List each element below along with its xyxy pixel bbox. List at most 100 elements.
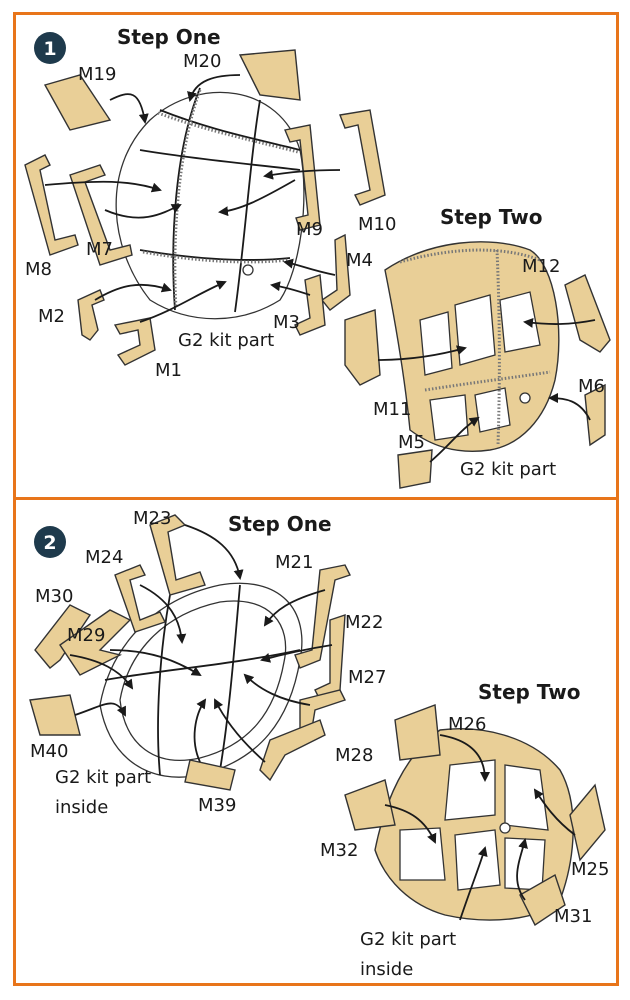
label-m30: M30: [35, 586, 73, 607]
arrow-m9: [218, 179, 296, 217]
label-m6: M6: [578, 376, 605, 397]
arrow-m11: [377, 345, 467, 361]
part-m21: [294, 564, 351, 669]
part-m6: [584, 383, 606, 447]
label-m1: M1: [155, 360, 182, 381]
arrow-m40: [74, 702, 126, 717]
part-m40: [29, 694, 81, 736]
arrow-m3: [270, 281, 311, 296]
label-m22: M22: [345, 612, 383, 633]
part-m8: [24, 154, 79, 256]
arrow-m20: [187, 74, 241, 102]
label-m28: M28: [335, 745, 373, 766]
label-m8: M8: [25, 259, 52, 280]
arrow-m4: [283, 258, 336, 276]
arrow-m28: [214, 698, 266, 763]
part-m25: [569, 783, 606, 862]
arrow-m10: [263, 169, 341, 180]
part-m5: [397, 449, 433, 489]
label-m20: M20: [183, 51, 221, 72]
canopy-frame-step-two-2: [374, 728, 574, 921]
label-m9: M9: [296, 219, 323, 240]
label-m19: M19: [78, 64, 116, 85]
label-m21: M21: [275, 552, 313, 573]
label-g2-kit-part-inside-2-line1: G2 kit part: [360, 929, 456, 950]
label-g2-kit-part-inside-2-line2: inside: [360, 959, 413, 980]
arrow-g2-inside-2: [459, 846, 488, 921]
part-m28: [259, 719, 326, 782]
label-g2-kit-part-step-two: G2 kit part: [460, 459, 556, 480]
part-m26: [394, 704, 441, 761]
part-m23: [149, 514, 206, 596]
step-2-panel: [13, 497, 619, 986]
arrow-m21: [263, 589, 326, 627]
arrow-m31: [516, 838, 528, 901]
label-g2-kit-part-inside-1-line1: G2 kit part: [55, 767, 151, 788]
arrow-m7: [104, 204, 182, 219]
step-two-title: Step Two: [440, 205, 542, 229]
label-m26: M26: [448, 714, 486, 735]
part-m9: [284, 124, 321, 231]
label-m29: M29: [67, 625, 105, 646]
label-m25: M25: [571, 859, 609, 880]
label-m10: M10: [358, 214, 396, 235]
label-m4: M4: [346, 250, 373, 271]
part-m39: [184, 759, 236, 791]
arrow-m2: [94, 282, 172, 301]
part-m11: [344, 309, 381, 386]
part-m24: [114, 564, 166, 633]
arrow-m23: [184, 524, 244, 580]
part-m12: [564, 274, 611, 353]
arrow-m27: [243, 673, 311, 706]
arrow-m29: [109, 649, 202, 677]
canopy-frame-step-two: [384, 241, 560, 452]
arrow-m8: [44, 180, 162, 193]
arrow-m26: [439, 734, 490, 782]
label-m12: M12: [522, 256, 560, 277]
arrow-m19: [109, 93, 149, 124]
label-m23: M23: [133, 508, 171, 529]
label-g2-kit-part-inside-1-line2: inside: [55, 797, 108, 818]
part-m20: [238, 49, 301, 101]
arrow-m24: [139, 584, 187, 644]
label-m2: M2: [38, 306, 65, 327]
arrow-m32: [384, 804, 437, 844]
arrow-m30: [69, 654, 134, 690]
label-m11: M11: [373, 399, 411, 420]
part-m7: [69, 164, 133, 266]
label-m5: M5: [398, 432, 425, 453]
arrow-m6: [548, 393, 591, 421]
arrow-m22: [260, 644, 333, 663]
part-m2: [77, 289, 105, 341]
step-two-title-2: Step Two: [478, 680, 580, 704]
canopy-frame-step-one: [115, 87, 305, 320]
part-m4: [320, 233, 351, 311]
part-m19: [43, 74, 112, 131]
canopy-wireframe-step-one-2: [99, 582, 303, 778]
label-m27: M27: [348, 667, 386, 688]
part-m1: [113, 317, 156, 366]
label-m7: M7: [86, 239, 113, 260]
step-2-badge-number: 2: [43, 532, 56, 554]
arrow-m39: [193, 698, 207, 763]
step-1-badge: 1: [34, 32, 66, 64]
step-one-title: Step One: [117, 25, 221, 49]
step-1-badge-number: 1: [43, 38, 56, 60]
part-m29: [59, 609, 132, 676]
arrow-m1: [139, 280, 227, 323]
arrow-m5: [429, 416, 480, 463]
label-m39: M39: [198, 795, 236, 816]
label-m31: M31: [554, 906, 592, 927]
label-m32: M32: [320, 840, 358, 861]
part-m3: [294, 274, 326, 336]
part-m10: [339, 109, 386, 206]
label-m24: M24: [85, 547, 123, 568]
part-m32: [344, 779, 396, 831]
arrow-m12: [523, 317, 596, 328]
label-m3: M3: [273, 312, 300, 333]
step-2-badge: 2: [34, 526, 66, 558]
arrow-m25: [533, 788, 576, 836]
label-m40: M40: [30, 741, 68, 762]
part-m31: [519, 873, 566, 927]
